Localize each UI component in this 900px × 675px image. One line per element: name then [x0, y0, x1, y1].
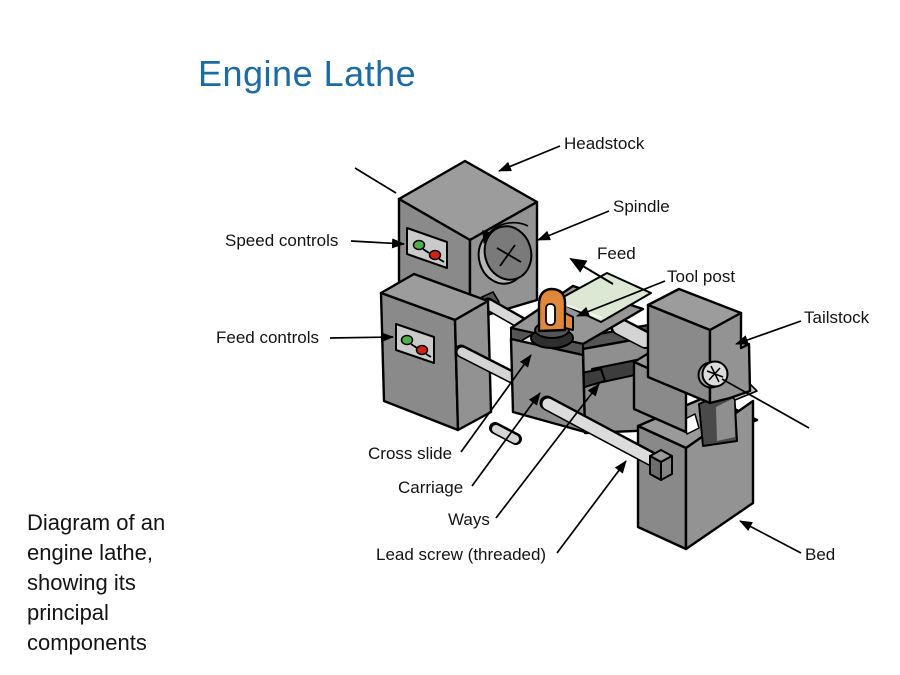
feed-controls-box-shape [379, 272, 493, 432]
label-tool-post: Tool post [667, 267, 736, 286]
leader-line-speed-controls [350, 238, 405, 249]
label-feed-controls: Feed controls [216, 328, 319, 347]
leader-line-ways [495, 383, 600, 519]
leader-line-headstock [498, 145, 561, 172]
page-title: Engine Lathe [198, 53, 417, 94]
tailstock-handwheel [697, 360, 729, 389]
leader-line-tool-post [576, 280, 666, 317]
slide-caption: Diagram of an engine lathe, showing its … [27, 510, 166, 655]
label-tailstock: Tailstock [804, 308, 870, 327]
leader-line-spindle [537, 210, 610, 241]
leader-line-feed [569, 257, 614, 285]
speed-controls-panel [406, 227, 448, 269]
feed-controls-panel [395, 323, 435, 364]
spindle-shape [477, 221, 533, 285]
tool-post-shape [530, 287, 574, 349]
leader-line-tailstock [735, 320, 802, 345]
label-ways: Ways [448, 510, 490, 529]
leader-line-cross-slide [460, 354, 532, 453]
label-cross-slide: Cross slide [368, 444, 453, 463]
leader-line-bed [739, 520, 802, 554]
label-headstock: Headstock [564, 134, 645, 153]
lead-screw-shape [539, 395, 673, 481]
label-carriage: Carriage [398, 478, 464, 497]
label-feed: Feed [597, 244, 636, 263]
leader-line-feed-controls [329, 332, 394, 343]
feed-rod [454, 344, 522, 445]
leader-line-unlabeled-right [721, 378, 810, 429]
leader-line-lead-screw [556, 460, 627, 554]
label-bed: Bed [805, 545, 836, 564]
label-spindle: Spindle [613, 197, 670, 216]
leader-line-carriage [471, 392, 541, 487]
label-speed-controls: Speed controls [225, 231, 339, 250]
label-lead-screw: Lead screw (threaded) [376, 545, 547, 564]
leader-lines [329, 145, 802, 554]
leader-line-unlabeled-top [354, 167, 397, 194]
